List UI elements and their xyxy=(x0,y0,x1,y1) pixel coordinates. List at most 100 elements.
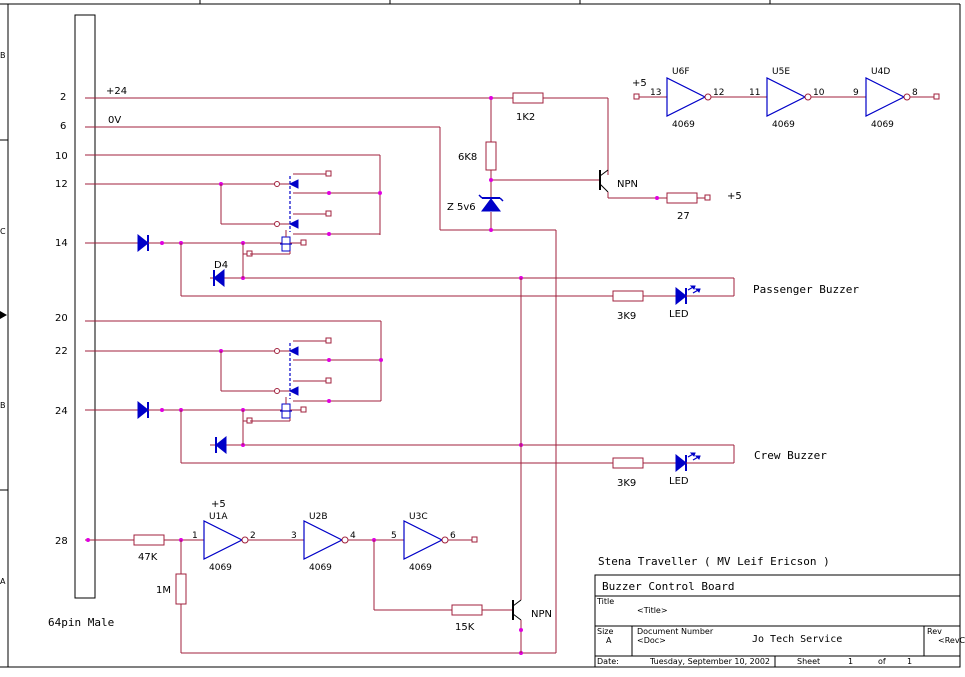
svg-text:4069: 4069 xyxy=(409,563,432,573)
svg-text:U2B: U2B xyxy=(309,512,328,522)
project-name: Stena Traveller ( MV Leif Ericson ) xyxy=(598,555,830,568)
zener-label: Z 5v6 xyxy=(447,202,476,213)
inverter-u3c xyxy=(403,520,444,560)
resistor-3k9-crew xyxy=(612,457,644,469)
connector-name: 64pin Male xyxy=(48,616,114,629)
sheet-value: 1 xyxy=(848,657,853,666)
svg-text:U4D: U4D xyxy=(871,67,890,77)
crew-buzzer-label: Crew Buzzer xyxy=(754,449,827,462)
power-rails: +24 0V xyxy=(85,86,609,653)
diode-d4-label: D4 xyxy=(214,260,228,271)
svg-text:10: 10 xyxy=(813,88,825,98)
oscillator-section: 47K 1M +5 U1A 4069 1 2 3 U2B 4069 4 5 U3… xyxy=(85,278,556,655)
margin-mark: B xyxy=(0,51,6,60)
inverter-u6f xyxy=(666,77,707,117)
connector-pin-label: 24 xyxy=(55,406,68,417)
board-name: Buzzer Control Board xyxy=(602,580,734,593)
npn-transistor-top xyxy=(599,169,667,200)
passenger-relay-section: D4 3K9 LED Passenger Buzzer xyxy=(85,154,859,322)
connector-pin-label: 12 xyxy=(55,179,68,190)
inverter-u1a xyxy=(203,520,244,560)
svg-text:U6F: U6F xyxy=(672,67,690,77)
connector-pin-label: 10 xyxy=(55,151,68,162)
resistor-3k9-passenger xyxy=(612,290,644,302)
resistor-6k8 xyxy=(485,141,497,171)
diode-pin24 xyxy=(137,400,149,420)
npn-bottom-label: NPN xyxy=(531,609,552,620)
svg-text:2: 2 xyxy=(250,531,256,541)
connector-pin-label: 6 xyxy=(60,121,66,132)
resistor-27 xyxy=(666,192,698,204)
docnum-value: <Doc> xyxy=(637,636,666,645)
connector-pin-label: 20 xyxy=(55,313,68,324)
svg-text:4069: 4069 xyxy=(309,563,332,573)
crew-relay-section: 3K9 LED Crew Buzzer xyxy=(85,320,827,489)
inverter-u2b xyxy=(303,520,344,560)
svg-text:4: 4 xyxy=(350,531,356,541)
resistor-6k8-label: 6K8 xyxy=(458,152,477,163)
resistor-1k2 xyxy=(512,92,544,104)
rev-label: Rev xyxy=(927,627,942,636)
margin-mark: C xyxy=(0,227,6,236)
inverter-u4d xyxy=(865,77,906,117)
inverter-u5e xyxy=(766,77,807,117)
size-label: Size xyxy=(597,627,614,636)
svg-text:11: 11 xyxy=(749,88,760,98)
svg-text:3: 3 xyxy=(291,531,297,541)
sheet-label: Sheet xyxy=(797,657,820,666)
diode-d4 xyxy=(213,268,225,288)
svg-text:9: 9 xyxy=(853,88,859,98)
resistor-3k9-passenger-label: 3K9 xyxy=(617,311,636,322)
date-label: Date: xyxy=(597,657,619,666)
svg-text:1: 1 xyxy=(192,531,198,541)
size-value: A xyxy=(606,636,612,645)
date-value: Tuesday, September 10, 2002 xyxy=(649,657,770,666)
svg-text:4069: 4069 xyxy=(772,120,795,130)
svg-text:8: 8 xyxy=(912,88,918,98)
led-passenger-label: LED xyxy=(669,309,689,320)
plus5-label: +5 xyxy=(727,191,742,202)
title-label: Title xyxy=(596,597,614,606)
margin-mark: B xyxy=(0,401,6,410)
connector-pin-label: 14 xyxy=(55,238,68,249)
title-block: Stena Traveller ( MV Leif Ericson ) Buzz… xyxy=(594,555,965,668)
docnum-label: Document Number xyxy=(637,627,714,636)
svg-text:U3C: U3C xyxy=(409,512,428,522)
inverter-chain-top: +5 13 U6F 4069 12 11 U5E 4069 10 9 U4D 4… xyxy=(632,67,940,130)
resistor-3k9-crew-label: 3K9 xyxy=(617,478,636,489)
resistor-27-label: 27 xyxy=(677,211,690,222)
margin-mark: A xyxy=(0,577,6,586)
connector-pin-label: 22 xyxy=(55,346,68,357)
supply-label: +24 xyxy=(106,86,127,97)
connector-pin-label: 28 xyxy=(55,536,68,547)
resistor-1m-label: 1M xyxy=(156,585,171,596)
margin-arrow-icon xyxy=(0,311,7,319)
of-label: of xyxy=(878,657,886,666)
resistor-15k-label: 15K xyxy=(455,622,475,633)
rev-value: <RevCode> xyxy=(938,636,965,645)
svg-text:13: 13 xyxy=(650,88,661,98)
passenger-buzzer-label: Passenger Buzzer xyxy=(753,283,859,296)
pin-terminal xyxy=(704,194,711,201)
resistor-47k-label: 47K xyxy=(138,552,158,563)
ground-label: 0V xyxy=(108,115,121,126)
svg-text:12: 12 xyxy=(713,88,724,98)
diode-pin14 xyxy=(137,233,149,253)
connector-64pin: 2 6 10 12 14 20 22 24 28 64pin Male xyxy=(48,14,114,629)
led-crew xyxy=(675,453,687,473)
svg-text:5: 5 xyxy=(391,531,397,541)
resistor-47k xyxy=(133,534,165,546)
led-crew-label: LED xyxy=(669,476,689,487)
of-value: 1 xyxy=(907,657,912,666)
plus5-label: +5 xyxy=(211,499,226,510)
led-passenger xyxy=(675,286,687,306)
diode-crew xyxy=(215,435,227,455)
connector-pin-label: 2 xyxy=(60,92,66,103)
resistor-15k xyxy=(451,604,483,616)
npn-top-label: NPN xyxy=(617,179,638,190)
resistor-1k2-label: 1K2 xyxy=(516,112,535,123)
company-name: Jo Tech Service xyxy=(752,634,842,645)
